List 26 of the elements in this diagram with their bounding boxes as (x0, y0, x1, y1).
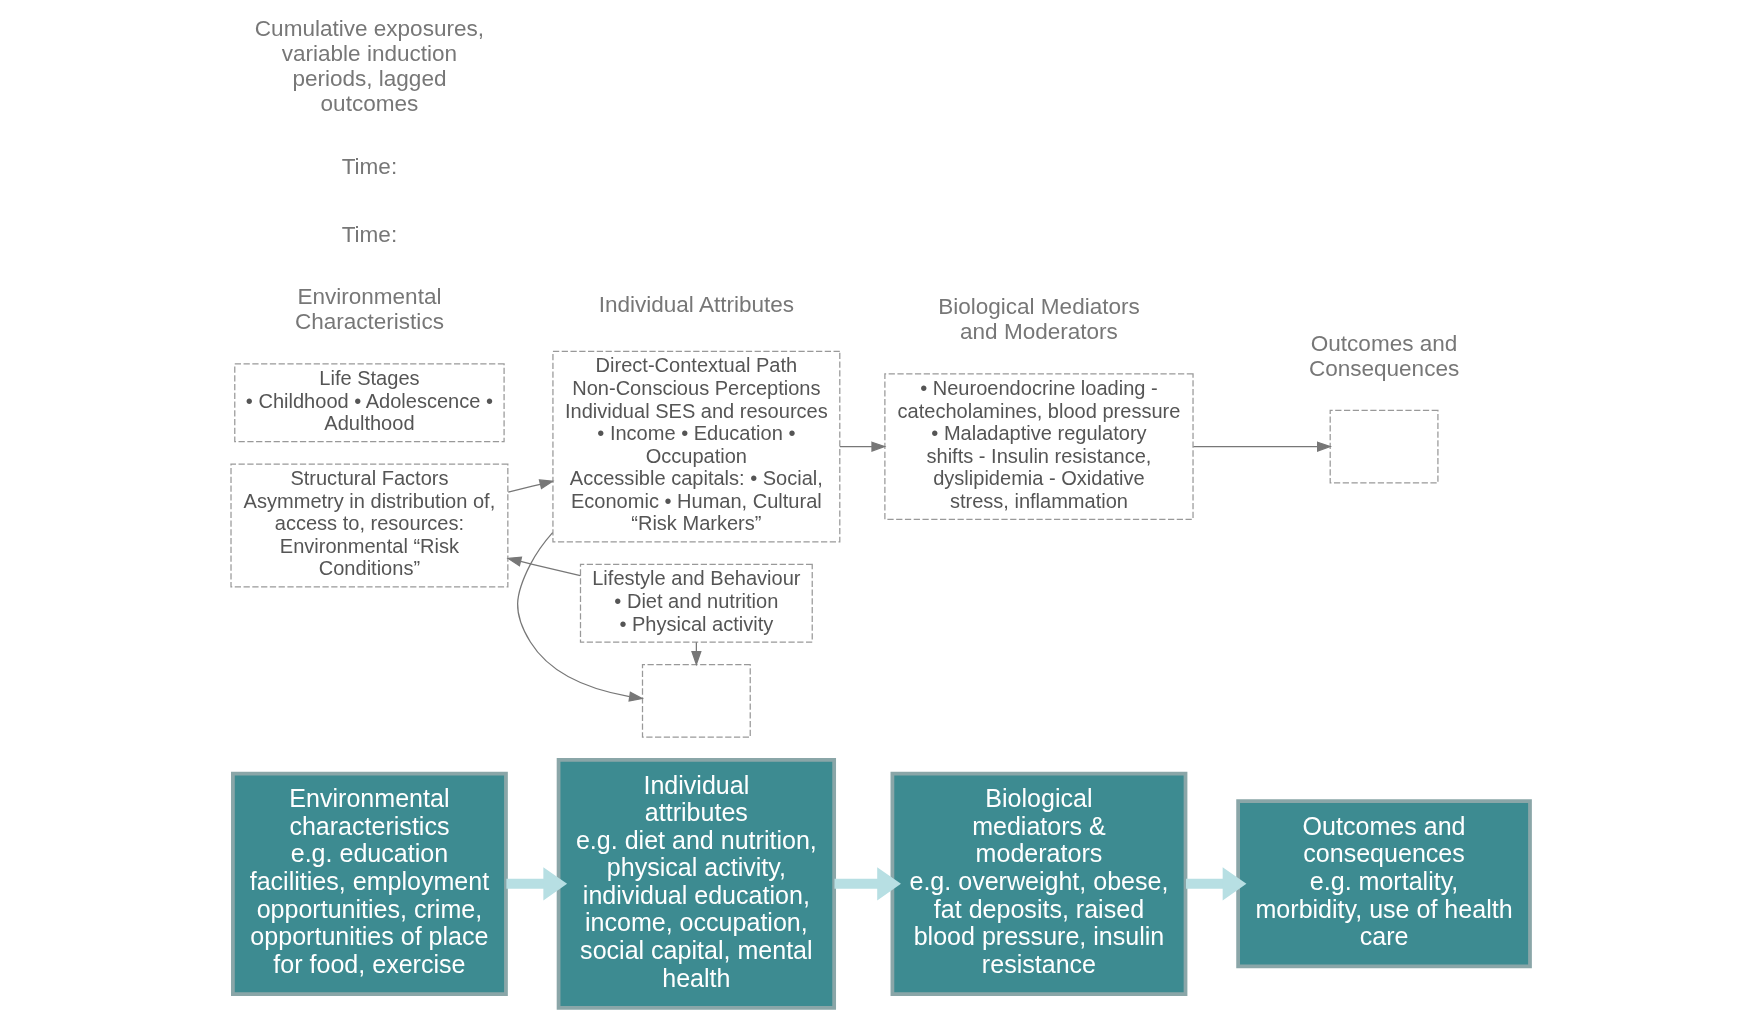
arrow (507, 479, 554, 493)
node-box: Direct-Contextual Path Non-Conscious Perceptions Individual SES and resources • Income • Education • Occupation Accessible capitals: • Social, Economic • Human, Cultural “Risk Markers” (551, 350, 840, 543)
node-box: Individual attributes e.g. diet and nutrition, physical activity, individual education, income, occupation, social capital, mental health (556, 757, 836, 1010)
node-box: • Neuroendocrine loading - catecholamines, blood pressure • Maladaptive regulatory shifts - Insulin resistance, dyslipidemia - Oxidative stress, inflammation (883, 373, 1194, 520)
label: Biological Mediators and Moderators (937, 294, 1140, 345)
label: Time: (341, 154, 397, 180)
node-box (1329, 409, 1439, 484)
arrow (505, 867, 567, 901)
label: Environmental Characteristics (294, 284, 444, 335)
label: Individual Attributes (598, 291, 794, 317)
label: Cumulative exposures, variable induction periods, lagged outcomes (254, 16, 484, 117)
arrow (838, 441, 886, 452)
node-box (641, 663, 751, 738)
node-box: Structural Factors Asymmetry in distribution of, access to, resources: Environmental “Risk Conditions” (229, 463, 508, 588)
label: Time: (341, 221, 397, 247)
arrow (505, 556, 581, 577)
label: Outcomes and Consequences (1308, 330, 1459, 381)
arrow (834, 867, 901, 901)
node-box: Biological mediators & moderators e.g. overweight, obese, fat deposits, raised blood pressure, insulin resistance (890, 771, 1187, 996)
arrow (1185, 867, 1246, 901)
arrow (1192, 441, 1332, 452)
node-box: Lifestyle and Behaviour • Diet and nutrition • Physical activity (579, 563, 813, 643)
arrow (516, 531, 644, 702)
node-box: Life Stages • Childhood • Adolescence • Adulthood (233, 363, 505, 443)
node-box: Outcomes and consequences e.g. mortality, morbidity, use of health care (1235, 799, 1532, 969)
node-box: Environmental characteristics e.g. education facilities, employment opportunities, crime, opportunities of place for food, exercise (230, 771, 508, 996)
